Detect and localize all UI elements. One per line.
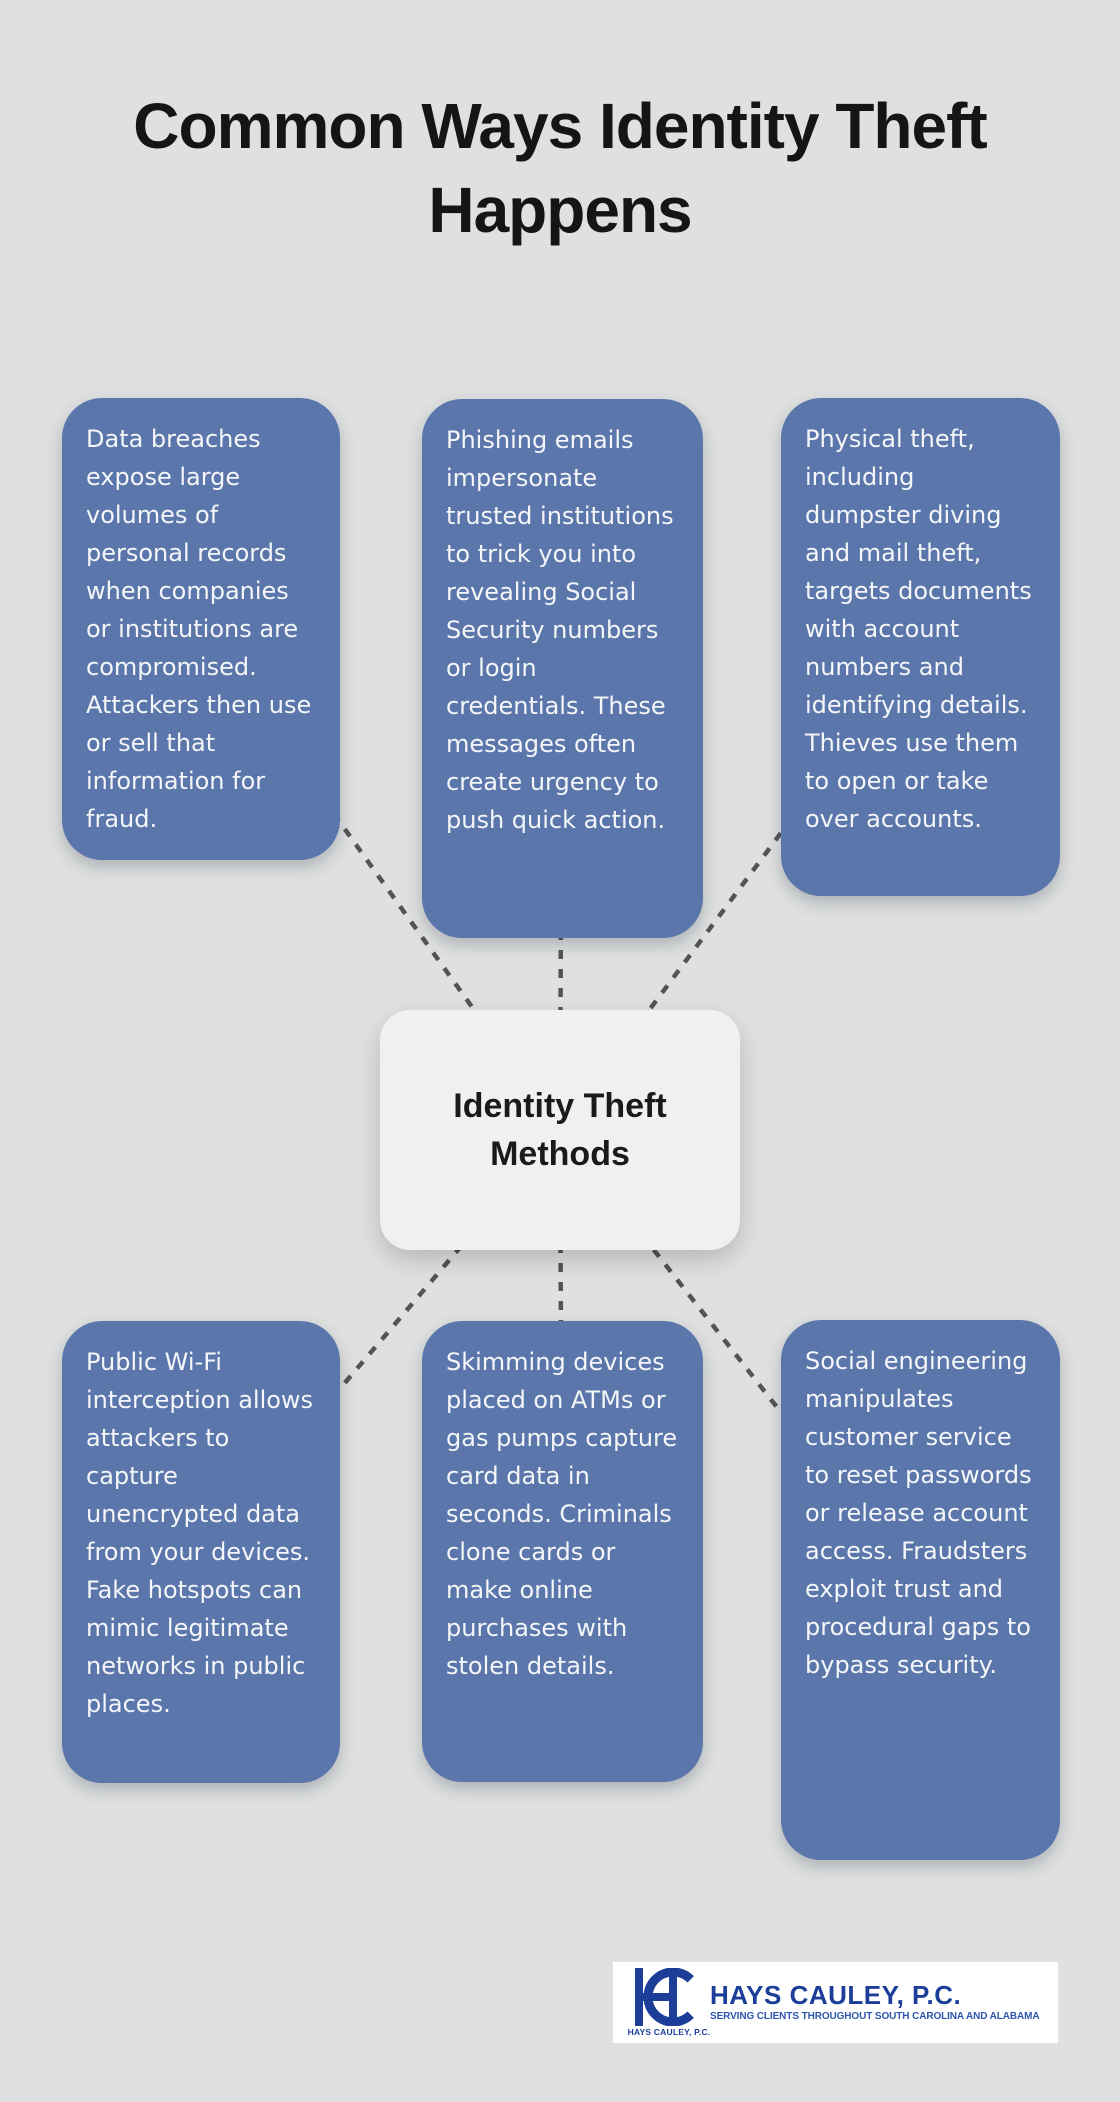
- monogram-inner-stem: [669, 1974, 677, 2020]
- method-card-text: Public Wi-Fi interception allows attacke…: [86, 1348, 314, 1718]
- logo-small-name: HAYS CAULEY, P.C.: [627, 2027, 711, 2037]
- method-card-skimming: Skimming devices placed on ATMs or gas p…: [422, 1321, 703, 1782]
- page-title: Common Ways Identity Theft Happens: [133, 90, 987, 246]
- method-card-text: Physical theft, including dumpster divin…: [805, 425, 1032, 833]
- center-node-label: Identity Theft Methods: [453, 1087, 667, 1173]
- method-card-physical-theft: Physical theft, including dumpster divin…: [781, 398, 1060, 896]
- center-node: Identity Theft Methods: [380, 1010, 740, 1250]
- method-card-text: Phishing emails impersonate trusted inst…: [446, 426, 674, 834]
- monogram-c-arc: [643, 1968, 694, 2026]
- logo-firm-name: HAYS CAULEY, P.C.: [710, 1980, 962, 2010]
- logo-tagline: SERVING CLIENTS THROUGHOUT SOUTH CAROLIN…: [710, 2011, 1040, 2022]
- method-card-text: Skimming devices placed on ATMs or gas p…: [446, 1348, 678, 1680]
- method-card-data-breaches: Data breaches expose large volumes of pe…: [62, 398, 340, 860]
- hays-cauley-logo: HAYS CAULEY, P.C. HAYS CAULEY, P.C. SERV…: [613, 1962, 1058, 2043]
- method-card-phishing-emails: Phishing emails impersonate trusted inst…: [422, 399, 703, 938]
- hc-monogram-icon: [635, 1968, 694, 2026]
- method-card-text: Social engineering manipulates customer …: [805, 1347, 1032, 1679]
- method-card-social-engineering: Social engineering manipulates customer …: [781, 1320, 1060, 1860]
- method-card-public-wifi: Public Wi-Fi interception allows attacke…: [62, 1321, 340, 1783]
- method-card-text: Data breaches expose large volumes of pe…: [86, 425, 312, 833]
